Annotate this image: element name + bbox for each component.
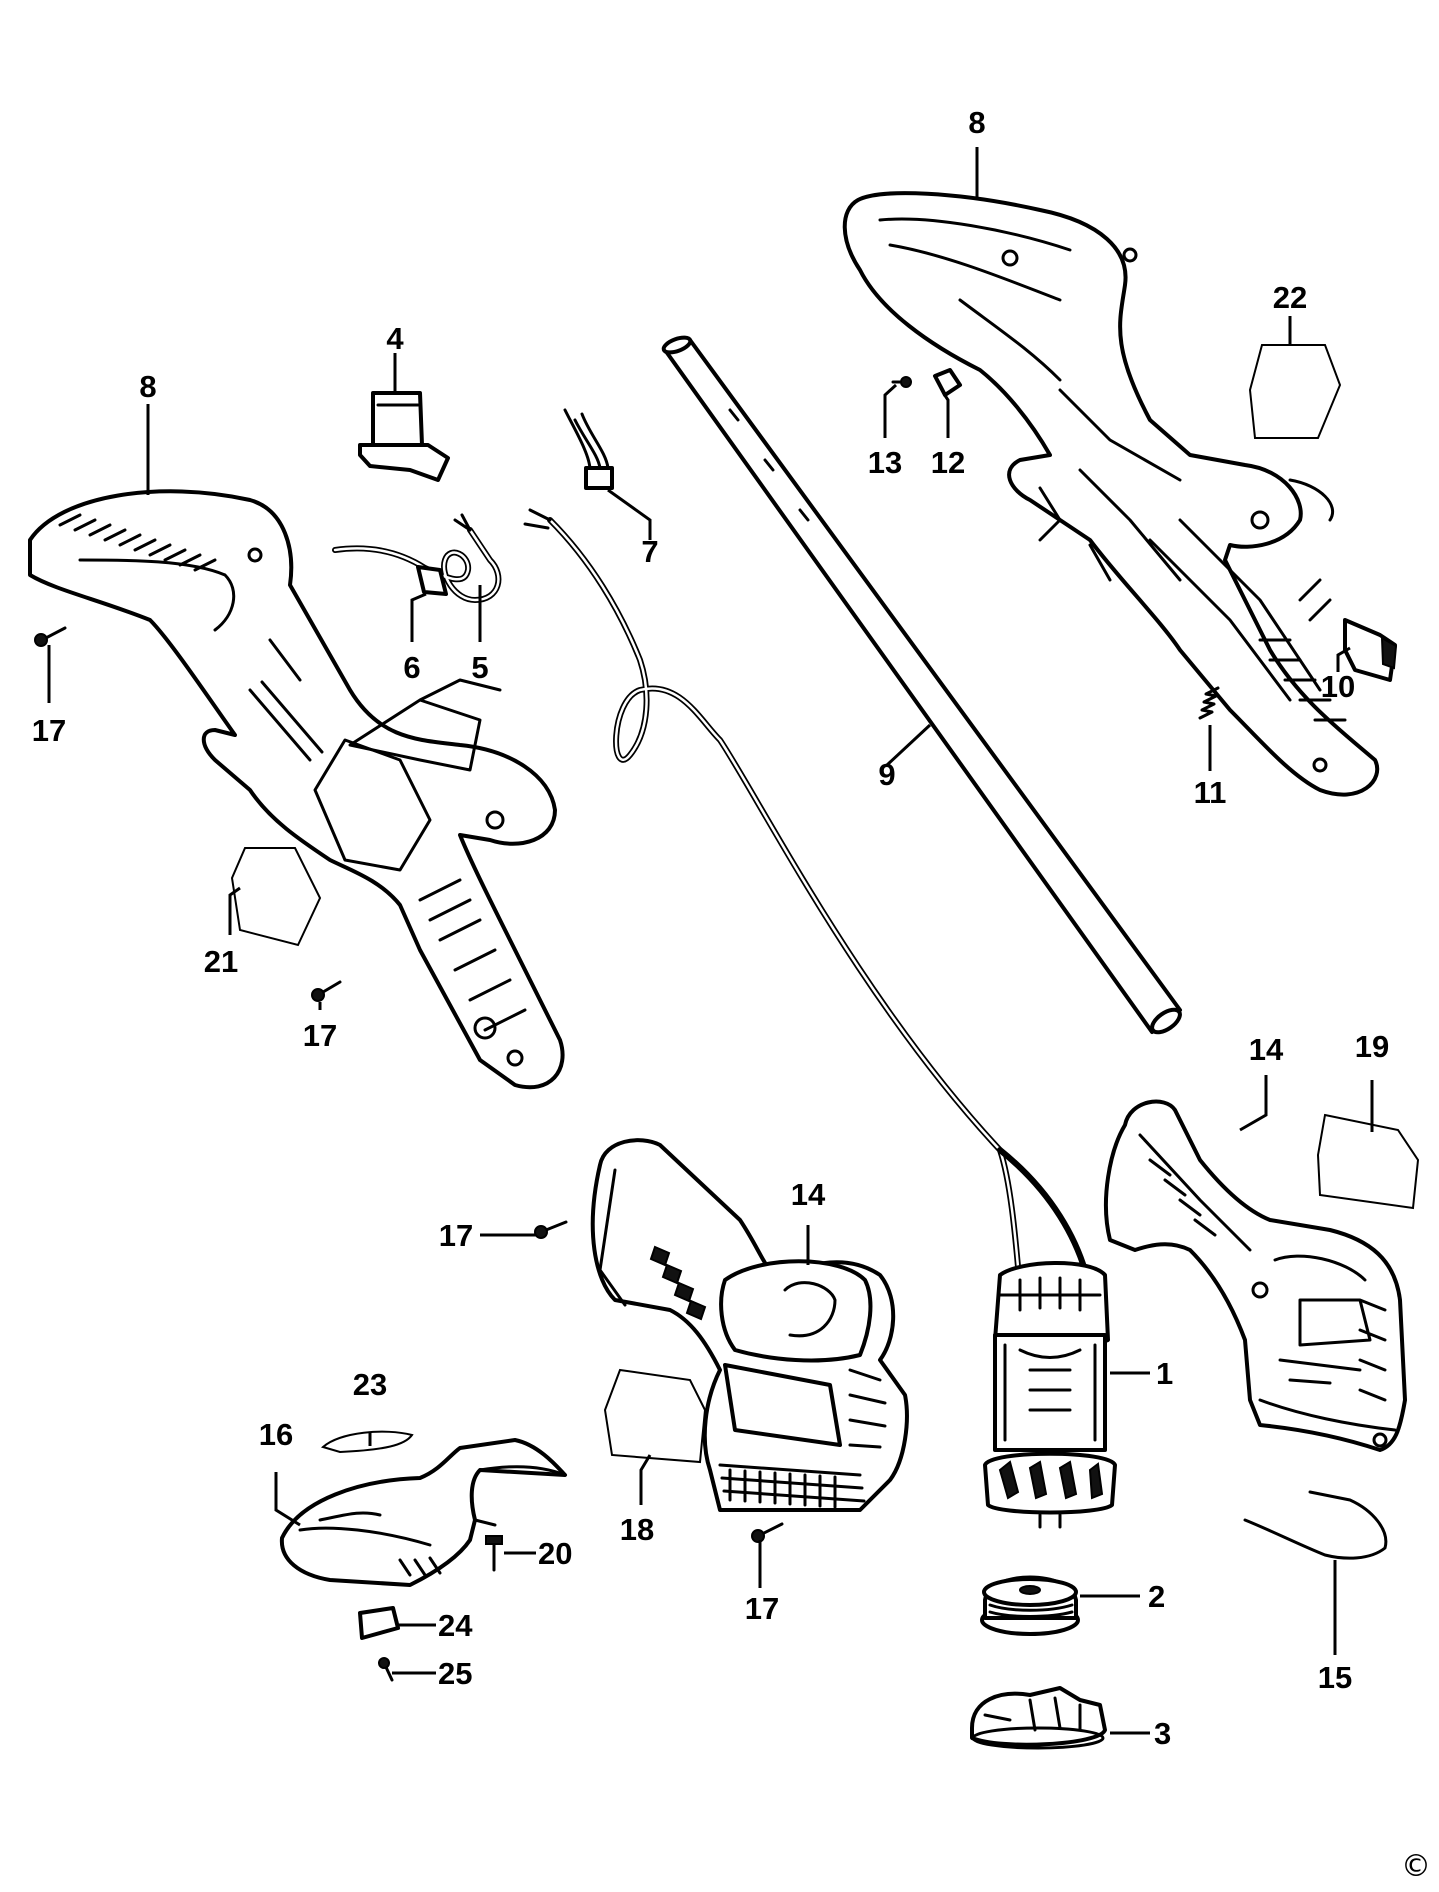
callout-15: 15 (1318, 1660, 1352, 1695)
strain-relief-6 (416, 565, 448, 596)
callout-9: 9 (878, 757, 895, 792)
leader-lines (47, 147, 1374, 1735)
guard-16 (279, 1438, 567, 1587)
callout-17-c: 17 (439, 1218, 473, 1253)
label-part-18 (603, 1368, 707, 1464)
screw-17-a (34, 626, 67, 647)
callout-14-mid: 14 (791, 1177, 826, 1212)
cable-clip-12 (933, 368, 962, 397)
callout-21: 21 (204, 944, 238, 979)
callout-8-right: 8 (968, 105, 985, 140)
motor-1 (983, 1261, 1117, 1529)
callout-25: 25 (438, 1656, 472, 1691)
callout-5: 5 (471, 650, 488, 685)
screw-17-b (311, 980, 342, 1002)
screw-17-d (751, 1522, 784, 1543)
callout-labels: 8 8 4 7 6 5 17 9 22 13 12 10 11 21 17 14… (32, 105, 1389, 1751)
callout-19: 19 (1355, 1029, 1389, 1064)
line-cutter-24 (358, 1606, 400, 1640)
wire-guard-15 (1243, 1490, 1388, 1560)
handle-half-right (842, 191, 1380, 797)
motor-housing-rear (1104, 1099, 1407, 1452)
callout-7: 7 (641, 534, 658, 569)
screw-13 (891, 376, 912, 388)
label-part-19 (1316, 1113, 1420, 1210)
label-part-21 (230, 847, 322, 947)
callout-22: 22 (1273, 280, 1307, 315)
callout-14-right: 14 (1249, 1032, 1284, 1067)
callout-6: 6 (403, 650, 420, 685)
spool-2 (980, 1575, 1080, 1636)
screw-17-c (534, 1220, 568, 1239)
callout-24: 24 (438, 1608, 473, 1643)
callout-8-left: 8 (139, 369, 156, 404)
callout-17-a: 17 (32, 713, 66, 748)
handle-half-left (28, 489, 565, 1090)
copyright-mark: © (1401, 1849, 1431, 1884)
switch-4 (358, 391, 450, 482)
screw-20 (485, 1535, 503, 1572)
callout-4: 4 (386, 321, 404, 356)
spring-11 (1198, 686, 1220, 720)
callout-13: 13 (868, 445, 902, 480)
callout-10: 10 (1321, 669, 1355, 704)
motor-housing-front (590, 1138, 909, 1512)
callout-2: 2 (1148, 1579, 1165, 1614)
callout-17-d: 17 (745, 1591, 779, 1626)
callout-1: 1 (1156, 1356, 1173, 1391)
shaft-tube-9 (661, 335, 1182, 1035)
connector-7 (563, 408, 614, 490)
label-part-22 (1248, 344, 1342, 439)
callout-20: 20 (538, 1536, 572, 1571)
cord-5 (332, 513, 502, 603)
callout-3: 3 (1154, 1716, 1171, 1751)
callout-12: 12 (931, 445, 965, 480)
callout-16: 16 (259, 1417, 293, 1452)
spool-cover-3 (970, 1686, 1107, 1750)
callout-23: 23 (353, 1367, 387, 1402)
screw-25 (378, 1657, 394, 1682)
callout-18: 18 (620, 1512, 654, 1547)
callout-17-b: 17 (303, 1018, 337, 1053)
label-part-23 (320, 1430, 414, 1454)
callout-11: 11 (1194, 775, 1227, 810)
